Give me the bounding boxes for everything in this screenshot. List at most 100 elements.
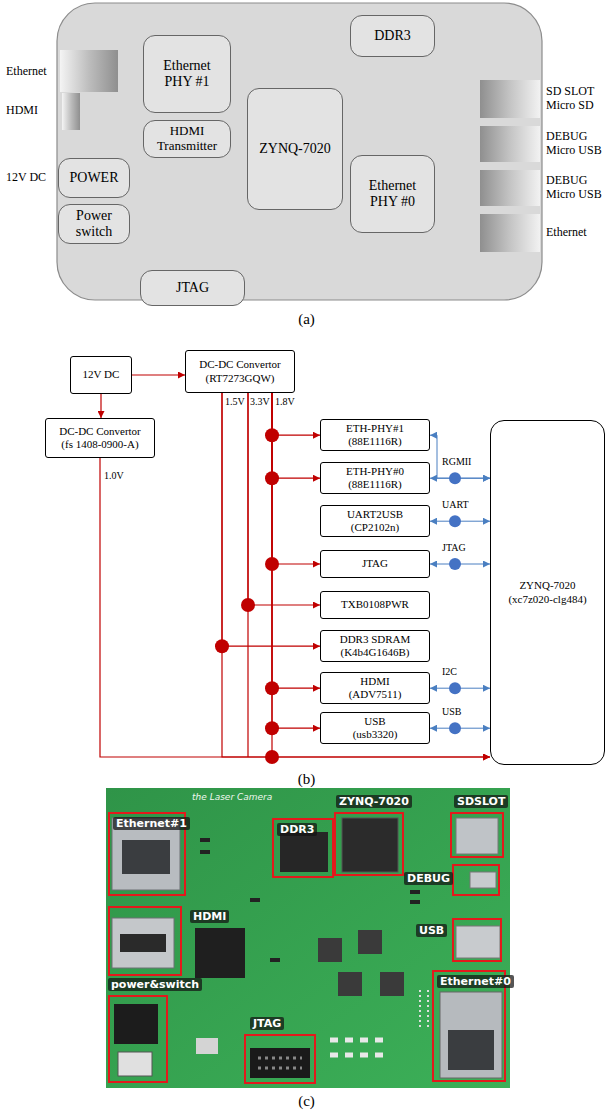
- photo-label: SDSLOT: [454, 795, 508, 808]
- label-text: 1.8V: [275, 396, 295, 408]
- signal-label: USB: [441, 706, 462, 718]
- usb-connector: [480, 126, 540, 162]
- power-connector: [272, 393, 320, 435]
- power-connector: [100, 394, 101, 418]
- photo-callout: SDSLOT: [450, 812, 504, 858]
- box-text: DC-DC Convertor (fs 1408-0900-A): [58, 425, 143, 451]
- power-switch: [118, 1052, 152, 1076]
- passive-component: [200, 840, 420, 960]
- junction-dot: [265, 750, 279, 764]
- power-rail: [222, 393, 272, 757]
- inductor: [380, 972, 404, 996]
- label-text: 12V DC: [6, 171, 58, 185]
- jtag-header: [250, 1048, 310, 1078]
- connector-box: Power switch: [58, 204, 130, 244]
- signal-label: UART: [441, 499, 470, 511]
- junction-dot: [265, 557, 279, 571]
- photo-label: Ethernet#1: [113, 817, 190, 830]
- power-connector: [272, 393, 320, 478]
- label-text: DEBUG Micro USB: [546, 174, 608, 202]
- hdmi-jack: [112, 918, 174, 968]
- photo-label: ZYNQ-7020: [336, 795, 412, 808]
- module-box: UART2USB (CP2102n): [320, 505, 430, 537]
- photo-callout: JTAG: [244, 1034, 316, 1084]
- junction-dot: [449, 722, 461, 734]
- hdmi-chip: [195, 928, 245, 978]
- photo-callout: DDR3: [272, 818, 334, 878]
- junction-dot: [449, 558, 461, 570]
- junction-dot: [265, 471, 279, 485]
- power-connector: [272, 393, 320, 728]
- photo-label: Ethernet#0: [437, 975, 514, 988]
- usb-jack: [456, 926, 500, 958]
- junction-dot: [449, 515, 461, 527]
- box-text: 12V DC: [83, 368, 120, 381]
- box-text: JTAG: [362, 557, 388, 570]
- box-text: HDMI (ADV7511): [335, 675, 415, 701]
- chip-box: Ethernet PHY #0: [350, 155, 435, 233]
- module-box: HDMI (ADV7511): [320, 672, 430, 704]
- ddr3-chip: [280, 832, 328, 872]
- module-box: ETH-PHY#0 (88E1116R): [320, 462, 430, 494]
- label-text: DEBUG Micro USB: [546, 130, 608, 158]
- photo-label: JTAG: [250, 1017, 284, 1030]
- ethernet-connector: [480, 214, 540, 252]
- module-box: JTAG: [320, 550, 430, 578]
- dip-switch: [196, 1038, 218, 1054]
- power-jack: [114, 1004, 158, 1044]
- fpga-box: ZYNQ-7020 (xc7z020-clg484): [490, 420, 605, 765]
- source-box: 12V DC: [70, 356, 132, 394]
- photo-callout: HDMI: [108, 906, 182, 976]
- box-text: DC-DC Convertor (RT7273GQW): [198, 358, 283, 384]
- box-text: USB (usb3320): [348, 715, 403, 741]
- header-pins: [258, 1058, 302, 1068]
- label-text: the Laser Camera: [192, 792, 272, 803]
- chip-box: Ethernet PHY #1: [143, 35, 231, 113]
- photo-callout: Ethernet#1: [108, 812, 186, 896]
- label-text: 1.5V: [225, 396, 245, 408]
- junction-dot: [265, 721, 279, 735]
- label-text: HDMI: [6, 104, 58, 118]
- label-text: (a): [0, 310, 613, 328]
- label-text: (b): [0, 770, 613, 788]
- chip-box: ZYNQ-7020: [247, 88, 343, 210]
- junction-dot: [241, 598, 255, 612]
- photo-label: USB: [416, 924, 447, 937]
- micro-usb: [470, 872, 496, 888]
- jack-opening: [448, 1030, 494, 1070]
- box-text: Ethernet PHY #0: [362, 178, 424, 210]
- label-text: (c): [0, 1092, 613, 1110]
- zynq-chip: [342, 818, 398, 872]
- jack-opening: [120, 934, 166, 952]
- power-connector: [100, 458, 490, 757]
- led: [330, 1040, 383, 1055]
- label-text: Ethernet: [6, 65, 58, 79]
- box-text: POWER: [70, 170, 119, 186]
- inductor: [358, 930, 382, 954]
- junction-dot: [449, 682, 461, 694]
- usb-connector: [480, 170, 540, 206]
- box-text: JTAG: [176, 280, 209, 296]
- signal-label: JTAG: [441, 542, 467, 554]
- module-box: USB (usb3320): [320, 712, 430, 744]
- rj45-jack: [440, 992, 502, 1078]
- junction-dot: [265, 681, 279, 695]
- power-connector: [132, 374, 185, 375]
- label-text: 3.3V: [250, 396, 270, 408]
- module-box: TXB0108PWR: [320, 591, 430, 619]
- power-connector: [272, 393, 320, 564]
- connector-box: POWER: [58, 158, 130, 198]
- photo-label: HDMI: [190, 910, 229, 923]
- photo-callout: power&switch: [108, 995, 168, 1083]
- hdmi-connector: [62, 93, 80, 130]
- label-text: 1.0V: [104, 470, 124, 482]
- box-text: ETH-PHY#0 (88E1116R): [335, 465, 415, 491]
- signal-connector: [430, 435, 490, 478]
- junction-dot: [265, 428, 279, 442]
- sd-connector: [480, 80, 540, 118]
- photo-callout: DEBUG: [452, 864, 500, 896]
- jack-opening: [122, 840, 170, 874]
- pcb: [106, 788, 510, 1088]
- board: [57, 3, 542, 300]
- photo-label: DEBUG: [404, 872, 453, 885]
